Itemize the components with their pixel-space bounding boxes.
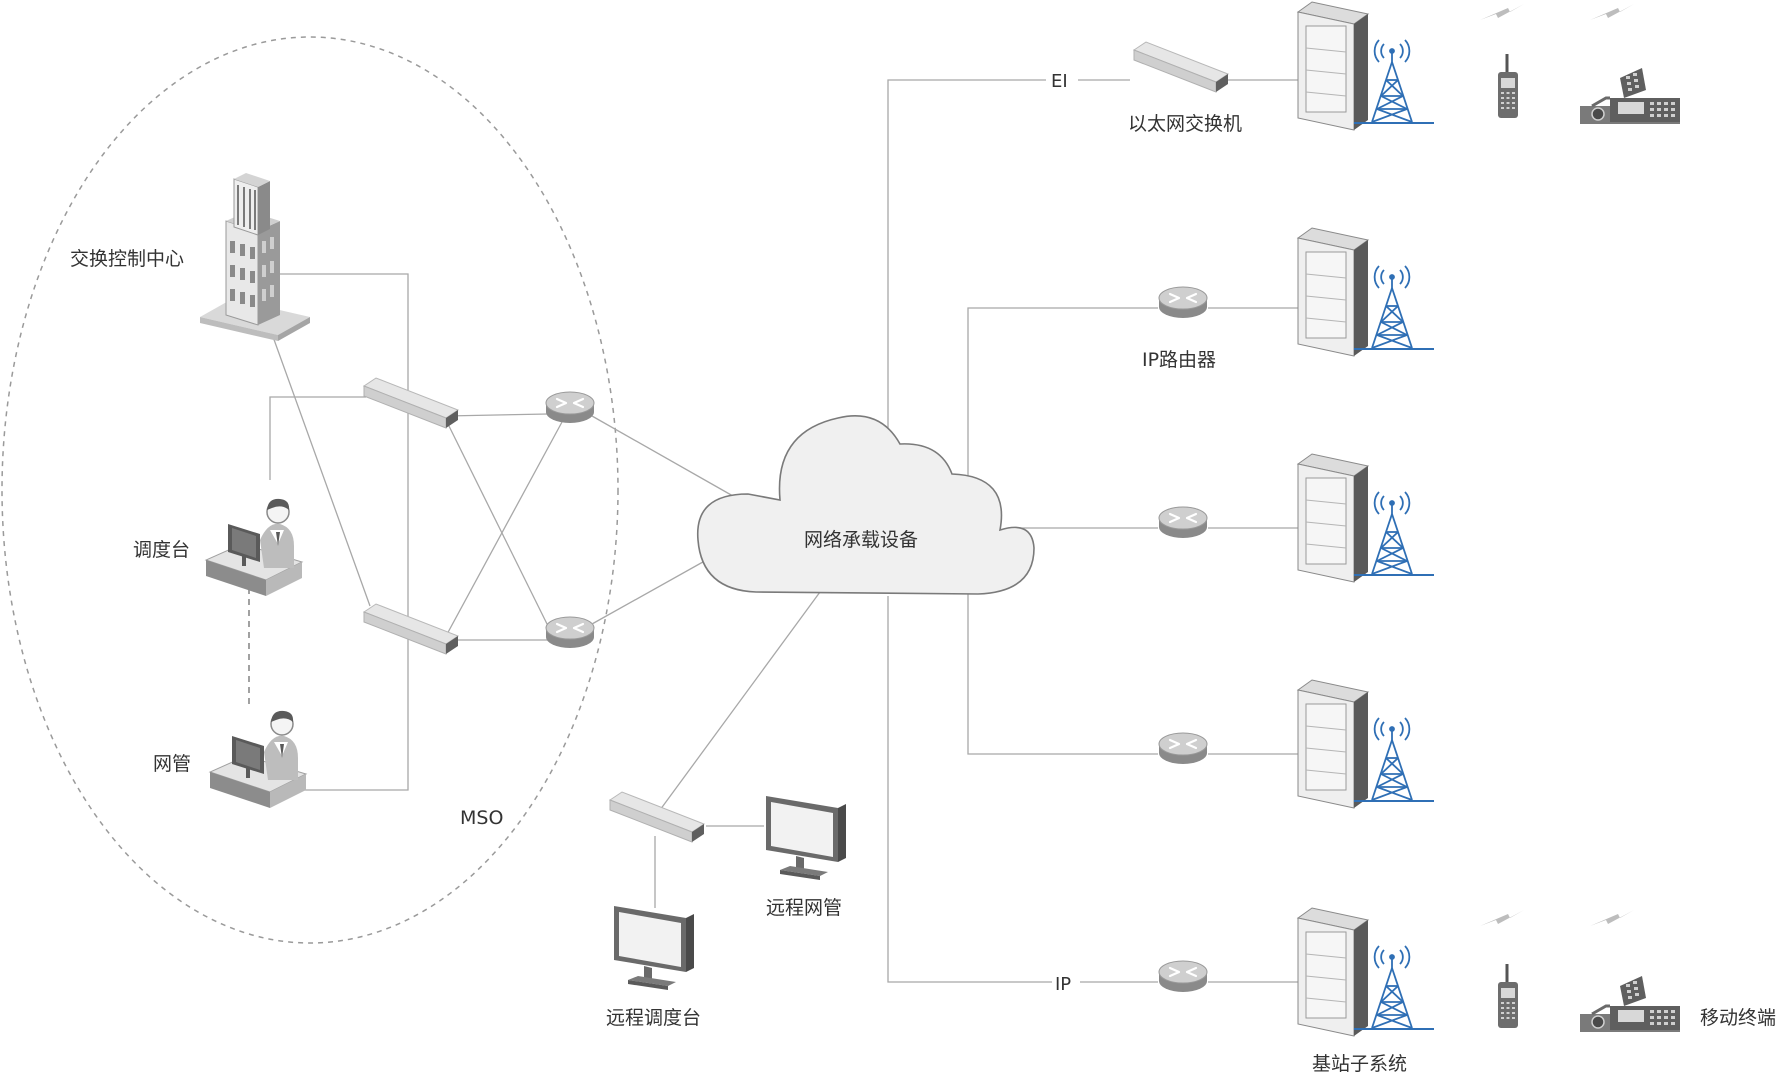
netmgmt-label: 网管 — [153, 753, 191, 775]
mso-router-2-icon — [544, 615, 596, 650]
radio-wave-1-icon — [1480, 4, 1524, 20]
ethernet-switch-icon — [1133, 41, 1229, 93]
mso-links — [248, 273, 563, 791]
base-station-subsystem-label: 基站子系统 — [1312, 1053, 1407, 1075]
remote-dispatch-label: 远程调度台 — [606, 1007, 701, 1029]
site-router-2-icon — [1157, 505, 1209, 540]
remote-netmgmt-monitor-icon — [766, 796, 846, 880]
ethernet-switch-label: 以太网交换机 — [1128, 113, 1242, 135]
radio-wave-2-icon — [1590, 4, 1634, 20]
mso-router-1-icon — [544, 390, 596, 425]
site-router-1-icon — [1157, 285, 1209, 320]
handheld-radio-2-icon — [1496, 962, 1520, 1030]
handheld-radio-1-icon — [1496, 52, 1520, 120]
cloud-icon — [696, 415, 1035, 595]
remote-dispatch-monitor-icon — [614, 906, 694, 990]
base-station-rack-4-icon — [1297, 679, 1369, 809]
mobile-terminal-label: 移动终端 — [1700, 1007, 1776, 1029]
remote-netmgmt-label: 远程网管 — [766, 897, 842, 919]
base-station-rack-1-icon — [1297, 1, 1369, 131]
radio-wave-4-icon — [1590, 910, 1634, 926]
switch-center-label: 交换控制中心 — [70, 248, 184, 270]
cloud-label: 网络承载设备 — [804, 529, 918, 551]
netmgmt-operator-icon — [209, 710, 307, 809]
building-icon — [200, 173, 310, 341]
ip-router-label: IP路由器 — [1142, 349, 1216, 371]
base-station-rack-5-icon — [1297, 907, 1369, 1037]
base-station-rack-3-icon — [1297, 453, 1369, 583]
mso-switch-2-icon — [363, 603, 459, 655]
mso-label: MSO — [460, 807, 503, 829]
mso-switch-1-icon — [363, 377, 459, 429]
vehicle-radio-1-icon — [1578, 66, 1682, 126]
e1-link-label: EI — [1051, 71, 1068, 92]
base-station-rack-2-icon — [1297, 227, 1369, 357]
core-links — [591, 79, 1302, 983]
vehicle-radio-2-icon — [1578, 974, 1682, 1034]
remote-switch-icon — [609, 791, 705, 843]
site-router-4-icon — [1157, 959, 1209, 994]
mso-boundary — [1, 36, 619, 944]
site-router-3-icon — [1157, 731, 1209, 766]
dispatch-operator-icon — [205, 498, 303, 597]
dispatch-label: 调度台 — [133, 539, 190, 561]
ip-link-label: IP — [1055, 974, 1071, 995]
radio-wave-3-icon — [1480, 910, 1524, 926]
